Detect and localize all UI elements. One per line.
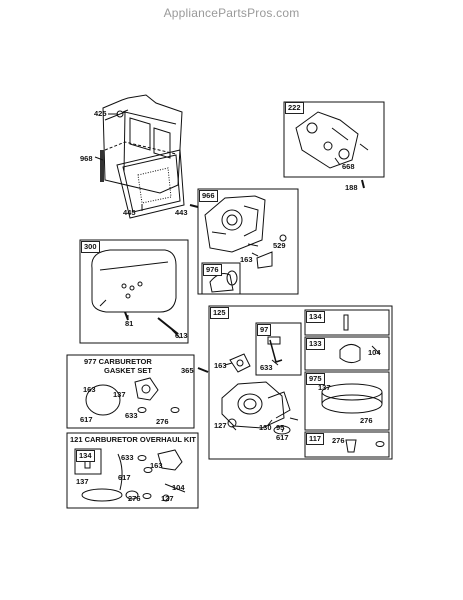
part-label-968[interactable]: 968 [80, 154, 93, 163]
part-label-633-gasket[interactable]: 633 [125, 411, 138, 420]
part-label-130[interactable]: 130 [259, 423, 272, 432]
air-cleaner-base-drawing [100, 94, 183, 194]
muffler-drawing [91, 249, 177, 313]
group-tag-133: 133 [306, 338, 325, 350]
part-label-529[interactable]: 529 [273, 241, 286, 250]
part-label-443[interactable]: 443 [175, 208, 188, 217]
part-label-127-kit[interactable]: 127 [161, 494, 174, 503]
part-label-163-carb[interactable]: 163 [214, 361, 227, 370]
part-label-633-kit[interactable]: 633 [121, 453, 134, 462]
part-label-617-kit[interactable]: 617 [118, 473, 131, 482]
part-label-445[interactable]: 445 [123, 208, 136, 217]
part-label-137-gasket[interactable]: 137 [113, 390, 126, 399]
group-tag-975: 975 [306, 373, 325, 385]
overhaul-kit-title: 121 CARBURETOR OVERHAUL KIT [70, 435, 196, 444]
part-label-365[interactable]: 365 [181, 366, 194, 375]
part-label-163-gasket[interactable]: 163 [83, 385, 96, 394]
part-label-127-carb[interactable]: 127 [214, 421, 227, 430]
group-tag-222: 222 [285, 102, 304, 114]
part-label-104-float[interactable]: 104 [368, 348, 381, 357]
part-label-81[interactable]: 81 [125, 319, 134, 328]
part-label-276-117[interactable]: 276 [332, 436, 345, 445]
carburetor-drawing [221, 353, 291, 429]
site-watermark: AppliancePartsPros.com [163, 6, 300, 20]
part-label-163-manifold[interactable]: 163 [240, 255, 253, 264]
group-tag-97: 97 [257, 324, 272, 336]
gasket-set-title: 977 CARBURETOR [84, 357, 152, 366]
part-label-137-kit[interactable]: 137 [76, 477, 89, 486]
part-label-276-bowl[interactable]: 276 [360, 416, 373, 425]
group-tag-117: 117 [306, 433, 325, 445]
part-label-613[interactable]: 613 [175, 331, 188, 340]
part-label-617-gasket[interactable]: 617 [80, 415, 93, 424]
group-tag-134: 134 [306, 311, 325, 323]
group-tag-300: 300 [81, 241, 100, 253]
part-label-276-gasket[interactable]: 276 [156, 417, 169, 426]
part-label-163-kit[interactable]: 163 [150, 461, 163, 470]
part-label-137-bowl[interactable]: 137 [318, 383, 331, 392]
part-label-633-carb[interactable]: 633 [260, 363, 273, 372]
part-label-276-kit[interactable]: 276 [128, 494, 141, 503]
group-tag-976: 976 [203, 264, 222, 276]
bracket-drawing [295, 111, 369, 169]
group-tag-966: 966 [199, 190, 218, 202]
part-label-104-kit[interactable]: 104 [172, 483, 185, 492]
group-tag-125: 125 [210, 307, 229, 319]
part-label-188[interactable]: 188 [345, 183, 358, 192]
intake-manifold-drawing [204, 195, 266, 253]
part-label-95[interactable]: 95 [276, 423, 285, 432]
part-label-425[interactable]: 425 [94, 109, 107, 118]
part-label-617-carb[interactable]: 617 [276, 433, 289, 442]
part-label-668[interactable]: 668 [342, 162, 355, 171]
group-tag-134-kit: 134 [76, 450, 95, 462]
gasket-set-title-line2: GASKET SET [104, 366, 152, 375]
